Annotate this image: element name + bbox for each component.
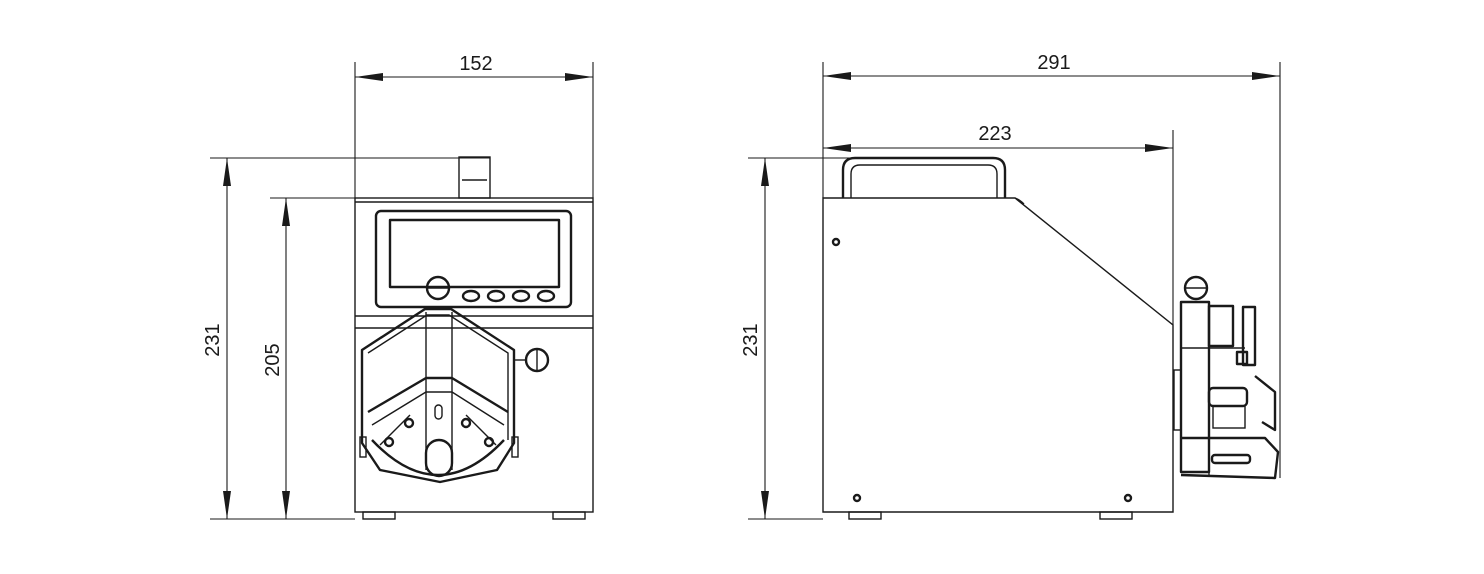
side-body — [822, 156, 1174, 520]
dim-side-total-depth: 291 — [1037, 52, 1070, 74]
control-buttons — [461, 289, 556, 303]
side-dimension-lines — [748, 62, 1281, 520]
handle — [458, 156, 491, 199]
dim-front-width: 152 — [459, 53, 492, 75]
dim-front-total-height: 231 — [202, 323, 224, 356]
side-view: 291 223 231 — [740, 52, 1281, 520]
side-handle — [841, 156, 1007, 198]
display-frame — [374, 209, 573, 309]
dim-front-body-height: 205 — [262, 343, 284, 376]
pump-head — [359, 307, 519, 484]
side-pump-head — [1173, 275, 1280, 480]
front-view: 152 231 205 — [202, 53, 594, 520]
front-body — [354, 156, 594, 520]
front-dimension-lines — [210, 62, 594, 520]
dim-side-body-depth: 223 — [978, 123, 1011, 145]
dim-side-total-height: 231 — [740, 323, 762, 356]
display-screen — [388, 218, 561, 289]
